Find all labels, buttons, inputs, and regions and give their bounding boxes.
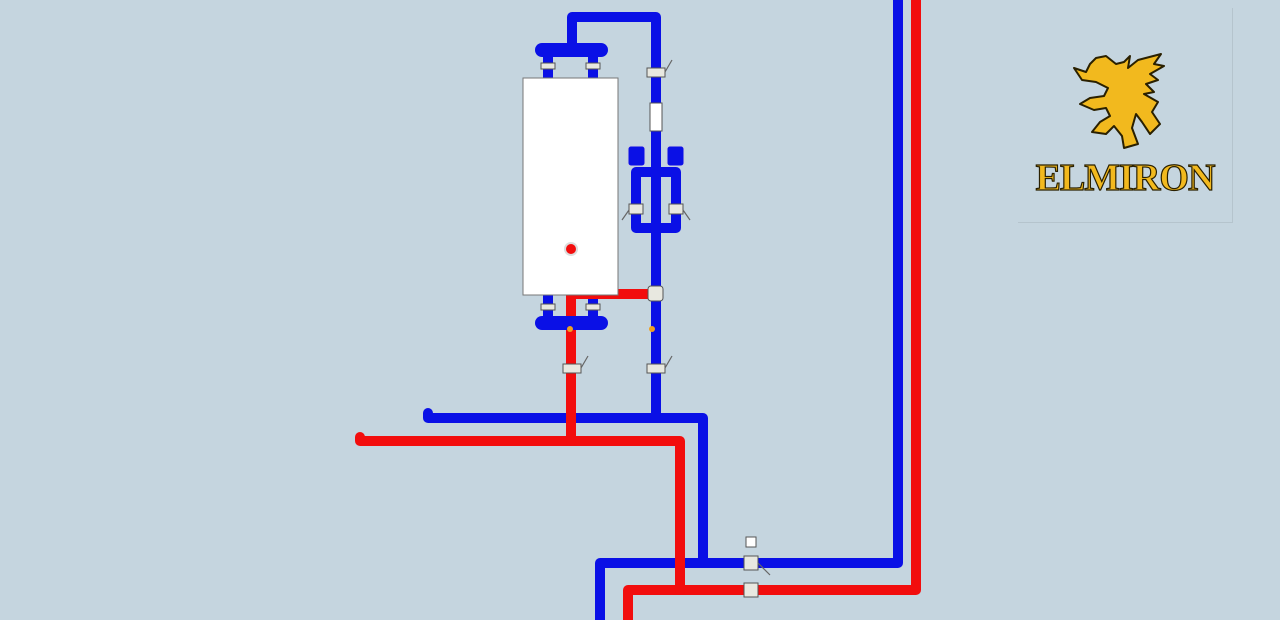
brand-logo: ELMIRON <box>1018 8 1233 223</box>
red-pipe-manifold-link <box>355 432 685 595</box>
valve-pump-left[interactable] <box>628 203 644 215</box>
blue-pipe-main-riser <box>595 0 903 620</box>
valve-red-bottom[interactable] <box>562 363 582 374</box>
flange-top-left <box>540 62 556 70</box>
boiler-outlet-flange <box>564 242 578 256</box>
sensor-blue <box>649 326 655 332</box>
griffin-logo-icon <box>1073 53 1165 149</box>
blue-pipe-top-loop <box>567 12 661 420</box>
boiler-tank[interactable] <box>522 77 619 296</box>
red-pipes <box>355 0 921 620</box>
red-pipe-main-riser <box>623 0 921 620</box>
pump-right[interactable] <box>666 145 685 167</box>
valve-pump-right[interactable] <box>668 203 684 215</box>
flange-bottom-right <box>585 303 601 311</box>
valve-blue-bottom[interactable] <box>646 363 666 374</box>
blue-pipe-pump-bypass <box>631 167 681 233</box>
flange-top-right <box>585 62 601 70</box>
three-way-valve[interactable] <box>647 285 664 302</box>
blue-pipe-manifold-link <box>423 408 708 568</box>
brand-name: ELMIRON <box>1035 156 1216 199</box>
actuator <box>745 536 757 548</box>
top-manifold <box>535 43 608 57</box>
sensor-red <box>567 326 573 332</box>
valve-main-blue[interactable] <box>743 555 759 571</box>
flow-meter[interactable] <box>649 102 663 132</box>
valve-top-blue[interactable] <box>646 67 666 78</box>
pump-left[interactable] <box>627 145 646 167</box>
valve-handles <box>580 59 771 576</box>
valves <box>540 62 759 598</box>
flange-bottom-left <box>540 303 556 311</box>
bottom-manifold <box>535 316 608 330</box>
blue-pipes <box>423 0 903 620</box>
valve-main-red[interactable] <box>743 582 759 598</box>
